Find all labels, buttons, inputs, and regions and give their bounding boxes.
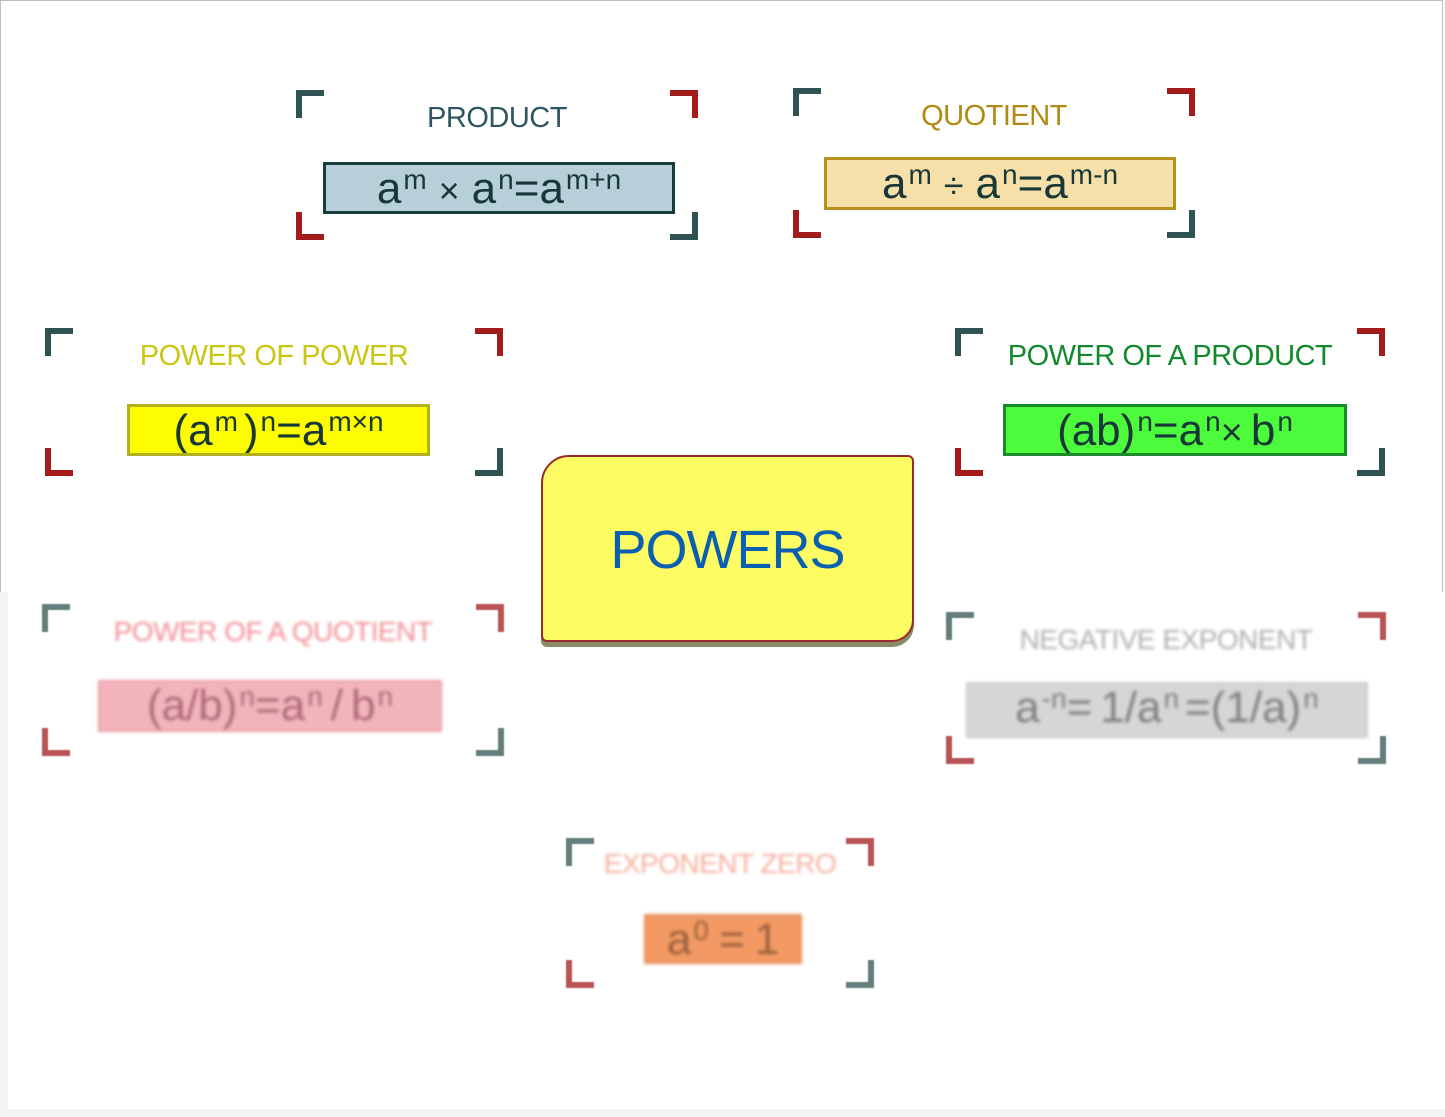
corner-bracket-icon <box>1358 736 1386 764</box>
corner-bracket-icon <box>1358 612 1386 640</box>
card-negative-exponent: NEGATIVE EXPONENT a-n=1/an=(1/a)n <box>946 612 1386 764</box>
corner-bracket-icon <box>476 728 504 756</box>
card-label: NEGATIVE EXPONENT <box>1019 624 1313 655</box>
card-label: POWER OF A QUOTIENT <box>113 616 433 647</box>
corner-bracket-icon <box>475 328 503 356</box>
corner-bracket-icon <box>670 212 698 240</box>
formula-box: (ab)n=an×bn <box>1003 404 1347 456</box>
card-power-of-product: POWER OF A PRODUCT (ab)n=an×bn <box>955 328 1385 476</box>
formula-box: am÷an=am-n <box>824 157 1176 210</box>
lower-band-inner <box>8 592 1445 1109</box>
card-label: QUOTIENT <box>921 100 1067 132</box>
corner-bracket-icon <box>1357 328 1385 356</box>
card-exponent-zero: EXPONENT ZERO a0=1 <box>566 838 874 988</box>
corner-bracket-icon <box>946 736 974 764</box>
corner-bracket-icon <box>955 448 983 476</box>
card-power-of-quotient: POWER OF A QUOTIENT (a/b)n=an/bn <box>42 604 504 756</box>
corner-bracket-icon <box>793 88 821 116</box>
formula-box: (am)n=am×n <box>127 404 430 456</box>
card-label: POWER OF POWER <box>139 340 409 372</box>
corner-bracket-icon <box>42 604 70 632</box>
corner-bracket-icon <box>1167 88 1195 116</box>
corner-bracket-icon <box>45 448 73 476</box>
corner-bracket-icon <box>566 838 594 866</box>
central-topic-powers: POWERS <box>541 455 914 642</box>
formula-box: a-n=1/an=(1/a)n <box>966 682 1368 738</box>
card-power-of-power: POWER OF POWER (am)n=am×n <box>45 328 503 476</box>
card-quotient: QUOTIENT am÷an=am-n <box>793 88 1195 238</box>
corner-bracket-icon <box>45 328 73 356</box>
corner-bracket-icon <box>475 448 503 476</box>
corner-bracket-icon <box>476 604 504 632</box>
card-label: PRODUCT <box>427 102 567 134</box>
corner-bracket-icon <box>296 90 324 118</box>
card-label: EXPONENT ZERO <box>603 848 837 879</box>
corner-bracket-icon <box>793 210 821 238</box>
corner-bracket-icon <box>42 728 70 756</box>
corner-bracket-icon <box>1167 210 1195 238</box>
corner-bracket-icon <box>296 212 324 240</box>
corner-bracket-icon <box>1357 448 1385 476</box>
card-label: POWER OF A PRODUCT <box>1007 340 1333 372</box>
corner-bracket-icon <box>846 960 874 988</box>
corner-bracket-icon <box>566 960 594 988</box>
formula-box: am×an=am+n <box>323 162 675 214</box>
corner-bracket-icon <box>670 90 698 118</box>
formula-box: (a/b)n=an/bn <box>98 680 442 732</box>
card-product: PRODUCT am×an=am+n <box>296 90 698 240</box>
corner-bracket-icon <box>955 328 983 356</box>
formula-box: a0=1 <box>644 914 802 964</box>
central-topic-title: POWERS <box>610 520 845 580</box>
corner-bracket-icon <box>946 612 974 640</box>
corner-bracket-icon <box>846 838 874 866</box>
